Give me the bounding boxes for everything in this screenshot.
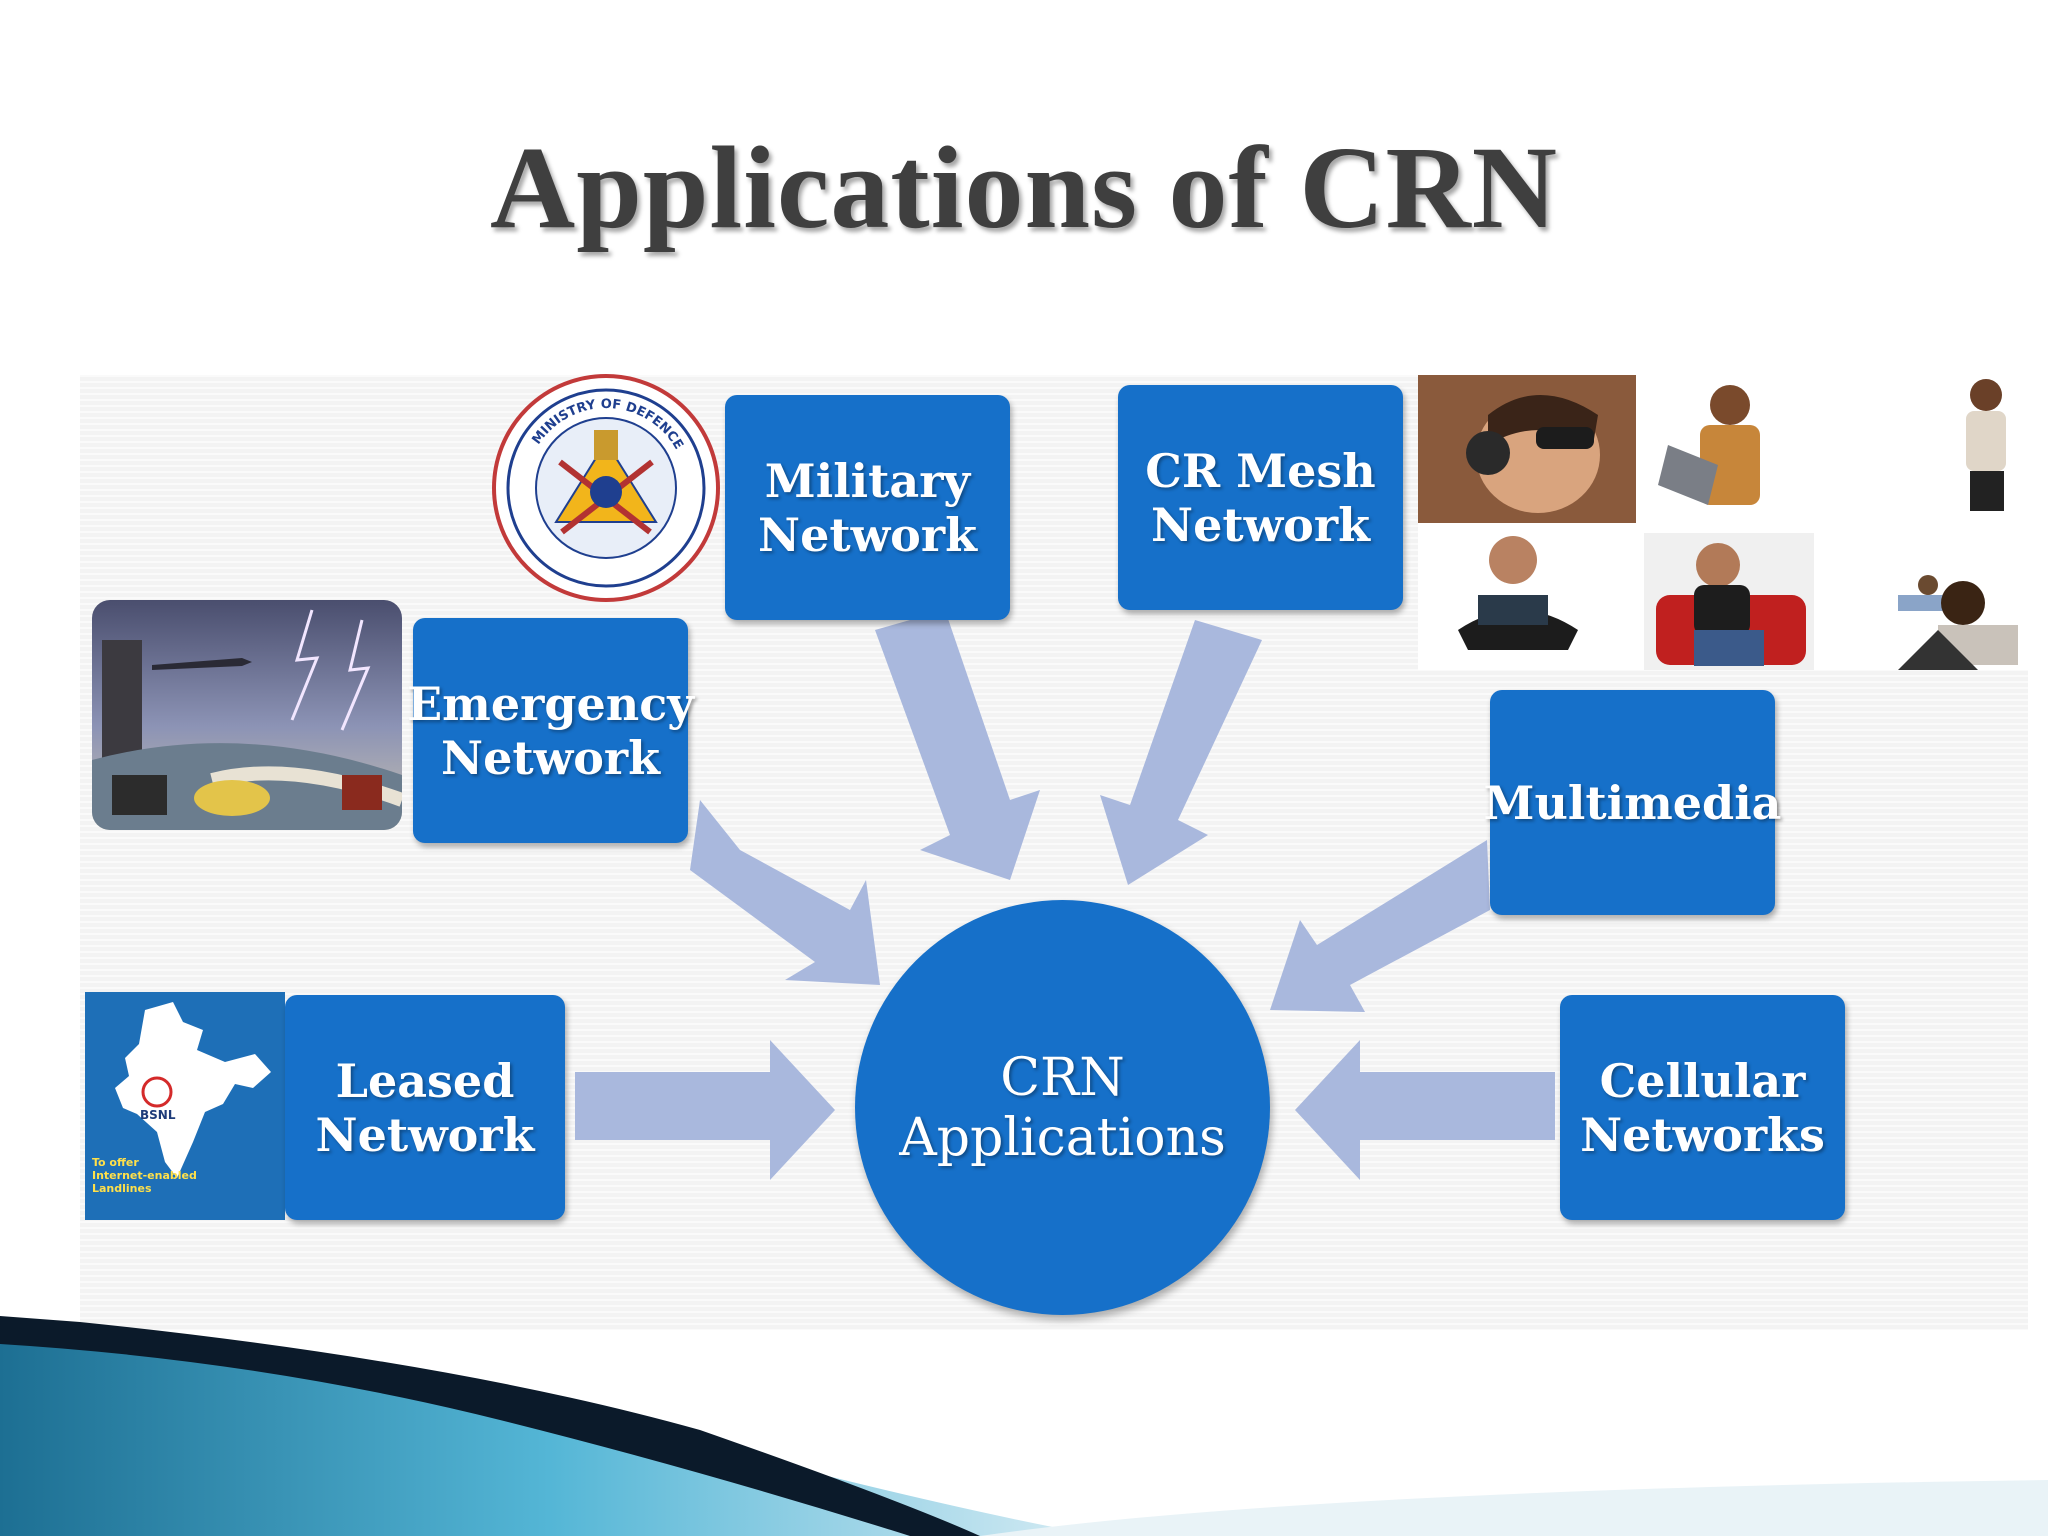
drdo-seal-image: MINISTRY OF DEFENCE <box>490 372 722 604</box>
node-multimedia-label: Multimedia <box>1483 775 1782 830</box>
node-multimedia: Multimedia <box>1484 690 1781 915</box>
bsnl-map-image <box>85 992 285 1220</box>
arrow-leased-to-hub <box>575 1040 835 1180</box>
emergency-collage-image <box>92 600 402 830</box>
slide-title: Applications of CRN <box>490 122 1558 253</box>
arrow-emergency-to-hub <box>690 800 880 985</box>
bsnl-caption: To offer Internet-enabled Landlines <box>92 1156 197 1195</box>
node-military-label: Military Network <box>758 453 977 562</box>
node-mesh-label: CR Mesh Network <box>1145 443 1376 552</box>
arrow-military-to-hub <box>875 610 1040 880</box>
arrow-cellular-to-hub <box>1295 1040 1555 1180</box>
node-cellular-label: Cellular Networks <box>1580 1053 1825 1162</box>
hub-crn-applications: CRN Applications <box>855 900 1270 1315</box>
node-emergency-label: Emergency Network <box>407 676 694 785</box>
node-cellular-networks: Cellular Networks <box>1560 995 1845 1220</box>
node-cr-mesh-network: CR Mesh Network <box>1118 385 1403 610</box>
hub-label: CRN Applications <box>899 1047 1226 1168</box>
arrow-mesh-to-hub <box>1100 620 1262 885</box>
people-collage-image <box>1418 375 2030 670</box>
node-emergency-network: Emergency Network <box>407 618 694 843</box>
node-military-network: Military Network <box>725 395 1010 620</box>
node-leased-label: Leased Network <box>315 1053 535 1162</box>
node-leased-network: Leased Network <box>285 995 565 1220</box>
arrow-multimedia-to-hub <box>1270 840 1490 1012</box>
bsnl-brand-label: BSNL <box>140 1108 176 1122</box>
